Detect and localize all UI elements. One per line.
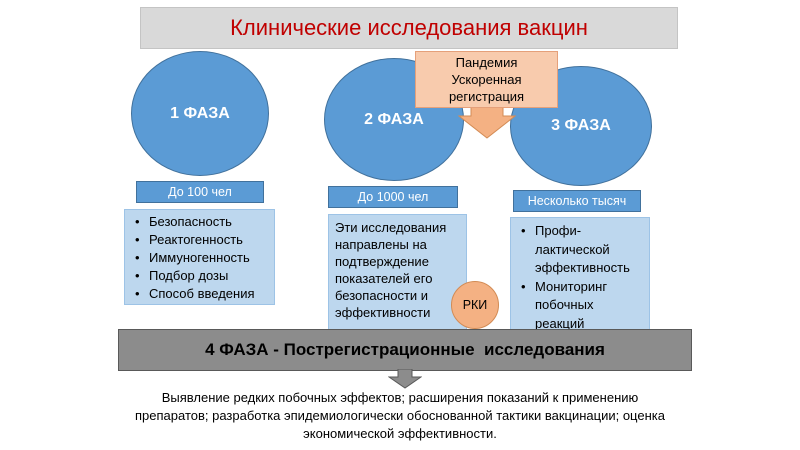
phase-1-bullet: Безопасность (129, 213, 274, 231)
phase-2-description: Эти исследования направлены на подтвержд… (328, 214, 467, 332)
phase-3-bullet: Мониторинг побочных реакций (515, 278, 649, 332)
pandemic-line: регистрация (448, 89, 525, 104)
phase-1-label: 1 ФАЗА (170, 104, 230, 122)
footer-line: Выявление редких побочных эффектов; расш… (161, 390, 639, 405)
phase-2-line: подтверждение (335, 254, 429, 269)
pandemic-line: Ускоренная (451, 72, 522, 87)
phase-2-line: эффективности (335, 305, 431, 320)
phase-1-bullet: Реактогенность (129, 231, 274, 249)
phase-2-line: Эти исследования (335, 220, 447, 235)
footer-line: препаратов; разработка эпидемиологически… (135, 408, 665, 423)
phase-4-label: 4 ФАЗА - Пострегистрационные исследовани… (205, 340, 605, 359)
phase-1-bullet: Способ введения (129, 285, 274, 303)
phase-3-description: Профи- лактической эффективность Монитор… (510, 217, 650, 332)
phase-3-count: Несколько тысяч (513, 190, 641, 212)
phase-4-down-arrow (388, 369, 422, 389)
phase-3-count-label: Несколько тысяч (527, 194, 627, 208)
phase-2-count-label: До 1000 чел (357, 190, 429, 204)
phase-2-line: направлены на (335, 237, 427, 252)
phase-3-label: 3 ФАЗА (551, 117, 611, 134)
phase-1-description: Безопасность Реактогенность Иммуногеннос… (124, 209, 275, 305)
phase-2-count: До 1000 чел (328, 186, 458, 208)
phase-1-bullet: Подбор дозы (129, 267, 274, 285)
phase-1-bullet: Иммуногенность (129, 249, 274, 267)
title-bar: Клинические исследования вакцин (140, 7, 678, 49)
phase-2-label: 2 ФАЗА (364, 110, 424, 128)
phase-1-ellipse: 1 ФАЗА (131, 51, 269, 176)
pandemic-line: Пандемия (455, 55, 518, 70)
phase-2-line: безопасности и (335, 288, 429, 303)
pandemic-note: Пандемия Ускоренная регистрация (415, 51, 558, 108)
phase-4-bar: 4 ФАЗА - Пострегистрационные исследовани… (118, 329, 692, 371)
rki-circle: РКИ (451, 281, 499, 329)
phase-4-footer-text: Выявление редких побочных эффектов; расш… (110, 389, 690, 443)
footer-line: экономической эффективности. (303, 426, 497, 441)
phase-1-count-label: До 100 чел (168, 185, 232, 199)
phase-3-bullet: Профи- лактической эффективность (515, 222, 649, 278)
rki-label: РКИ (462, 298, 488, 312)
phase-2-line: показателей его (335, 271, 433, 286)
diagram-title: Клинические исследования вакцин (230, 15, 588, 40)
phase-1-count: До 100 чел (136, 181, 264, 203)
